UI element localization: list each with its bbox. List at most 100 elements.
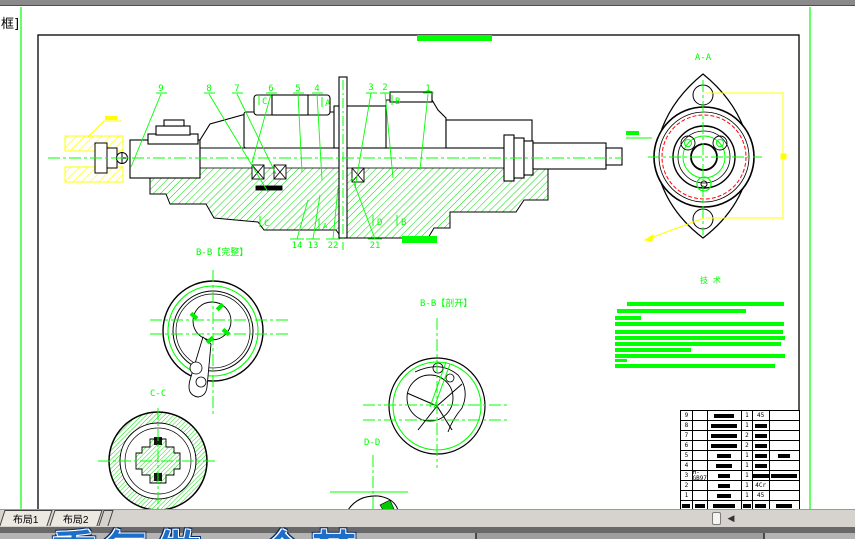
parts-table-cell xyxy=(770,491,799,500)
a-a-note-bar xyxy=(626,131,652,139)
window-top-bar xyxy=(0,0,855,6)
tech-requirements-title: 技 术 xyxy=(700,275,721,285)
balloon-underlines xyxy=(156,92,434,240)
lower-housing-section xyxy=(149,159,549,239)
parts-table-cell: 1 xyxy=(742,481,753,490)
tech-requirements-line xyxy=(615,342,781,346)
section-view-b-b-full: B-B【完整】 xyxy=(150,246,290,417)
tech-requirements-line xyxy=(615,348,691,352)
tab-layout1-label: 布局1 xyxy=(12,515,39,526)
parts-table-cell xyxy=(708,431,742,440)
tech-requirements-line xyxy=(615,336,785,340)
parts-table-cell: 1 xyxy=(681,491,693,500)
svg-text:B: B xyxy=(401,218,406,228)
parts-table-cell xyxy=(770,461,799,470)
parts-table-cell xyxy=(708,471,742,480)
svg-text:2: 2 xyxy=(382,83,387,93)
balloon-leaders xyxy=(130,92,429,240)
tech-requirements-line xyxy=(615,322,784,326)
svg-text:4: 4 xyxy=(314,84,319,94)
clamp-yellow xyxy=(64,116,124,183)
parts-table-cell: 2 xyxy=(742,431,753,440)
parts-table-cell xyxy=(770,441,799,450)
tech-requirements-line xyxy=(627,302,784,306)
section-view-b-b-cut: B-B【剖开】 xyxy=(363,297,510,468)
drawing-canvas[interactable]: 9 8 7 6 5 4 3 2 1 14 13 22 21 C A B C A xyxy=(0,0,855,510)
svg-text:7: 7 xyxy=(234,84,239,94)
section-view-d-d: D-D xyxy=(330,438,408,510)
main-view-note-bar xyxy=(402,236,437,243)
tech-requirements-line xyxy=(615,364,775,368)
parts-table-cell: 1 xyxy=(742,451,753,460)
parts-table-cell xyxy=(693,411,708,420)
parts-table-cell: 2 xyxy=(742,441,753,450)
drawing-title-bar xyxy=(417,35,492,41)
label-d-d: D-D xyxy=(364,438,380,448)
tech-requirements-line xyxy=(615,330,783,334)
parts-table-cell xyxy=(708,451,742,460)
svg-text:22: 22 xyxy=(328,241,339,251)
svg-text:13: 13 xyxy=(308,241,319,251)
tab-layout1[interactable]: 布局1 xyxy=(0,510,53,526)
parts-table-cell: 4Cr xyxy=(753,481,770,490)
parts-table-cell: 3 xyxy=(681,471,693,480)
parts-table-cell xyxy=(742,501,753,511)
svg-text:C: C xyxy=(262,97,267,107)
b-b-cut-spokes-black xyxy=(406,383,463,431)
parts-table-cell: 4 xyxy=(681,461,693,470)
tech-requirements-line xyxy=(617,309,746,313)
parts-table-cell xyxy=(770,481,799,490)
horizontal-scrollbar-thumb[interactable] xyxy=(712,512,721,525)
label-b-b-cut: B-B【剖开】 xyxy=(420,297,472,309)
tech-requirements-line xyxy=(615,359,627,362)
parts-table-cell xyxy=(693,481,708,490)
svg-text:3: 3 xyxy=(368,83,373,93)
palette-partial-label: 框] xyxy=(1,17,20,32)
svg-text:B: B xyxy=(395,97,400,107)
svg-text:C: C xyxy=(264,219,269,229)
parts-table-cell: 1 xyxy=(742,461,753,470)
centerlines xyxy=(48,80,622,250)
label-a-a: A-A xyxy=(695,53,712,63)
parts-table-cell xyxy=(693,441,708,450)
parts-table-cell xyxy=(693,431,708,440)
label-c-c: C-C xyxy=(150,389,166,399)
parts-table-cell xyxy=(693,421,708,430)
section-view-a-a: A-A xyxy=(626,53,787,242)
parts-table-cell: 5 xyxy=(681,451,693,460)
section-view-c-c: C-C xyxy=(98,389,218,510)
svg-text:D: D xyxy=(377,218,382,228)
section-letters: C A B C A D B xyxy=(262,97,406,230)
parts-table-cell xyxy=(708,501,742,511)
c-c-centerlines xyxy=(98,408,218,510)
parts-table-cell xyxy=(753,441,770,450)
parts-table-cell xyxy=(752,471,770,480)
parts-table-cell xyxy=(708,491,742,500)
layout-tab-strip xyxy=(0,509,855,527)
parts-table-cell: 9 xyxy=(681,411,693,420)
taskbar-lower-band xyxy=(0,533,855,539)
parts-table-cell: 1 xyxy=(742,491,753,500)
tech-requirements-line xyxy=(615,316,641,320)
main-assembly-view: 9 8 7 6 5 4 3 2 1 14 13 22 21 C A B C A xyxy=(48,76,623,251)
svg-text:1: 1 xyxy=(425,84,430,94)
parts-table-cell xyxy=(770,451,799,460)
taskbar-inset-panel xyxy=(475,533,765,539)
parts-table-cell xyxy=(770,411,799,420)
parts-table-cell xyxy=(708,411,742,420)
parts-table-cell xyxy=(770,421,799,430)
parts-table-cell xyxy=(708,421,742,430)
parts-table-cell xyxy=(708,481,742,490)
a-a-centerlines xyxy=(648,80,762,235)
b-b-full-centerlines xyxy=(150,270,290,417)
svg-text:5: 5 xyxy=(295,84,300,94)
scroll-left-arrow-icon[interactable]: ◀ xyxy=(727,513,735,523)
svg-text:6: 6 xyxy=(268,84,273,94)
svg-text:A: A xyxy=(323,222,328,230)
